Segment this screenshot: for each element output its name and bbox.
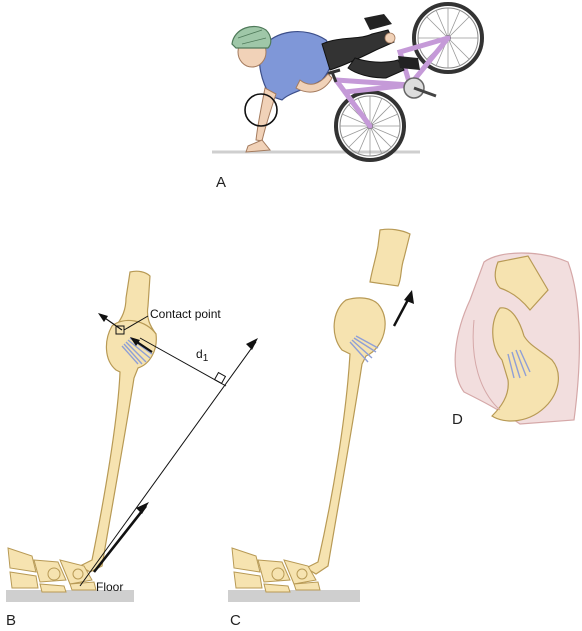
- panel-a-illustration: [212, 2, 484, 162]
- forearm-bone: [78, 319, 157, 573]
- rider-arm: [255, 87, 277, 142]
- force-arrowhead-top: [246, 338, 258, 350]
- helmet: [231, 25, 272, 49]
- force-arrow-bold: [92, 505, 148, 573]
- panel-d-label: D: [452, 411, 463, 428]
- ligament-fan-c: [349, 335, 379, 363]
- ground-reaction-force-line: [79, 341, 257, 587]
- floor-slab: [6, 590, 134, 602]
- hand-bones-c: [231, 547, 321, 593]
- handlebar: [325, 68, 341, 83]
- floor-slab-c: [228, 590, 360, 602]
- humerus-fragment: [369, 228, 411, 287]
- panel-c-illustration: [228, 228, 414, 602]
- moment-arm-line: [139, 337, 227, 387]
- contact-point-label: Contact point: [150, 307, 221, 321]
- forearm-bone-c: [304, 297, 386, 575]
- rider-legs: [321, 29, 395, 71]
- forearm-bone-d: [491, 307, 559, 422]
- panel-d-illustration: [454, 252, 580, 425]
- panel-c-label: C: [230, 612, 241, 629]
- rider-shoe: [364, 14, 392, 30]
- hand-bones: [7, 547, 97, 593]
- panel-a-label: A: [216, 174, 226, 191]
- panel-b-label: B: [6, 612, 16, 629]
- elbow-highlight-circle: [244, 93, 278, 127]
- floor-label: Floor: [96, 580, 123, 594]
- ligament-fan-d: [507, 349, 531, 379]
- distance-label: d1: [196, 347, 209, 364]
- rider-hand: [245, 139, 271, 153]
- panel-b-illustration: [6, 270, 258, 602]
- humerus-bone-d: [494, 255, 549, 311]
